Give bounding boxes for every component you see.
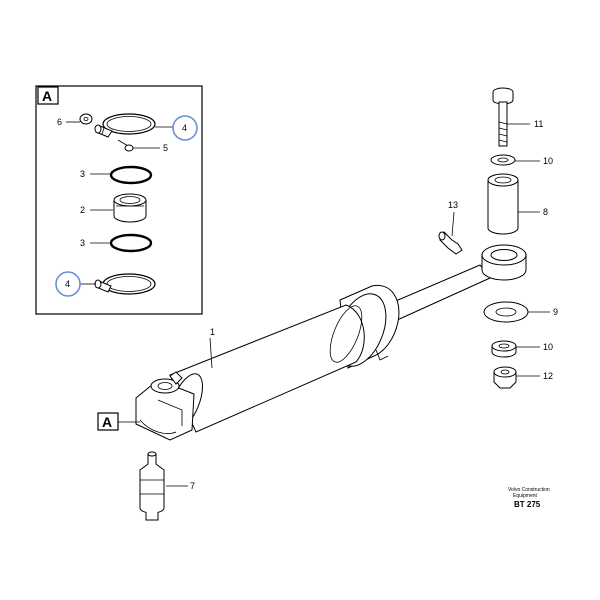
callout-box: A [97,412,140,431]
brand-line-1: Volvo Construction [508,487,550,493]
rod-eye [481,244,527,281]
footer: Volvo Construction Equipment BT 275 [508,487,550,509]
part-4-washer-bottom [94,273,156,295]
highlight-circle-bottom [55,271,81,297]
part-7-pin: 7 [139,451,195,521]
label-part-10-top: 10 [543,156,553,166]
part-8-bushing: 8 [487,173,548,235]
label-part-4-top: 4 [182,123,187,133]
cylinder-barrel [169,304,365,433]
part-13-nipple: 13 [438,200,463,255]
base-clevis [135,371,195,441]
label-part-8: 8 [543,207,548,217]
part-2-bearing [113,193,147,223]
brand-line-2: Equipment [513,493,538,499]
detail-box: A [35,85,203,315]
label-part-4-bottom: 4 [65,279,70,289]
label-part-3-upper: 3 [80,169,85,179]
part-9-washer: 9 [483,301,558,323]
cylinder-assembly: 1 [135,244,527,441]
label-part-3-lower: 3 [80,238,85,248]
callout-label: A [102,414,112,430]
highlight-circle-top [172,115,198,141]
label-part-11: 11 [534,119,543,129]
part-11-bolt: 11 [492,87,543,147]
part-12-nut: 12 [493,366,553,389]
label-part-1: 1 [210,327,215,337]
part-6-nut [79,113,93,125]
part-10-washer-bottom: 10 [491,340,553,358]
detail-box-label: A [42,88,52,104]
label-part-6: 6 [57,117,62,127]
diagram-code: BT 275 [514,500,541,509]
label-part-2: 2 [80,205,85,215]
part-pin [94,124,113,138]
part-4-washer-top [102,113,156,135]
label-part-5: 5 [163,143,168,153]
label-part-12: 12 [543,371,553,381]
label-part-9: 9 [553,307,558,317]
part-10-washer-top: 10 [490,154,553,166]
part-3-oring-upper [109,165,153,185]
label-part-10-bottom: 10 [543,342,553,352]
label-part-7: 7 [190,481,195,491]
label-part-13: 13 [448,200,458,210]
